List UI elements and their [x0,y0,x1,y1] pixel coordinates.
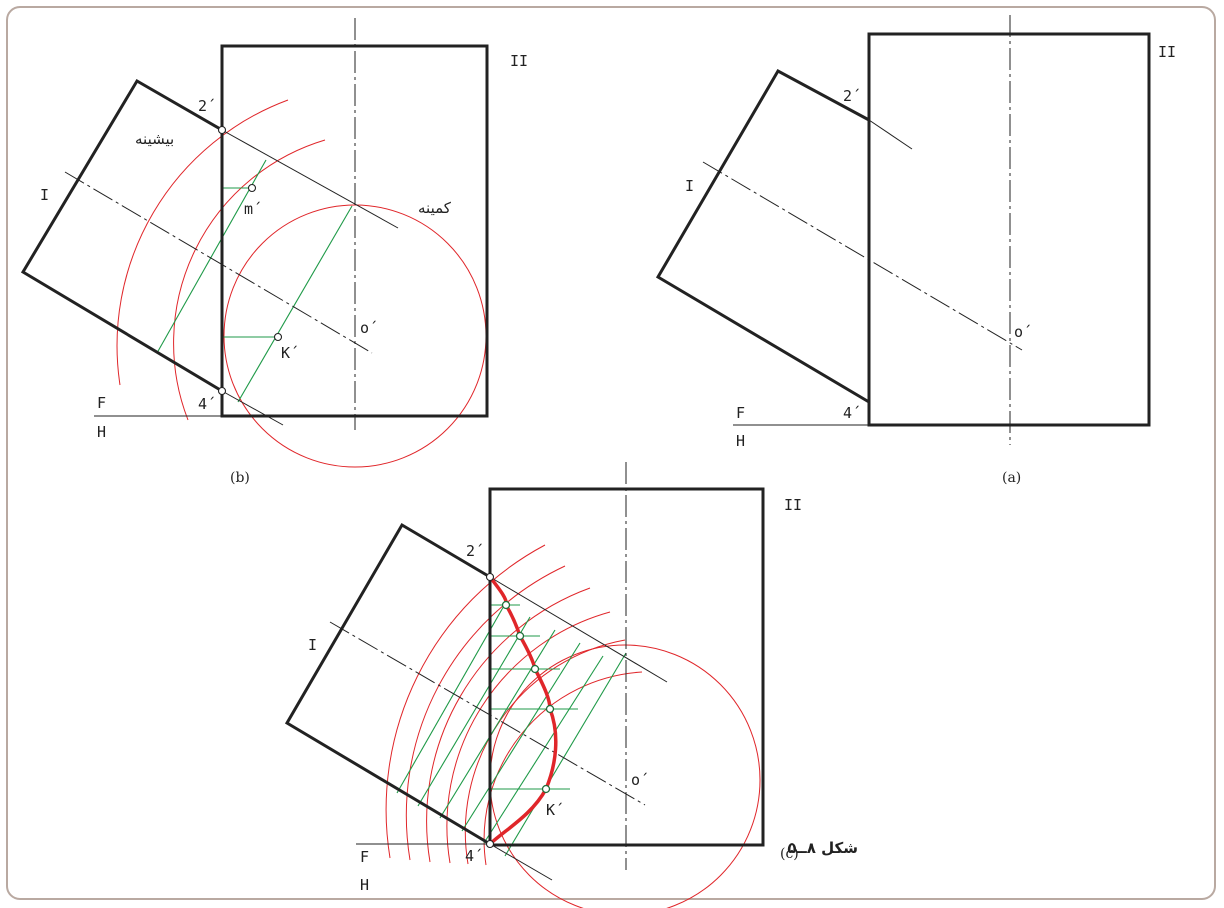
a-label-4: 4´ [843,404,861,422]
panel-a: II I 2´ 4´ o´ F H (a) [655,15,1176,486]
c-green-parallel-2 [417,616,531,807]
a-label-F: F [736,404,745,422]
b-point-2 [217,125,227,135]
a-rect-view [867,32,1151,427]
b-green-parallel-1 [156,159,267,354]
a-edge-line [868,119,913,150]
c-arc-6 [483,671,643,866]
c-axis-inclined [329,621,646,806]
c-arc-3 [426,587,591,863]
c-edge-line-lower [489,843,553,881]
b-label-4: 4´ [198,395,216,413]
c-label-o: o´ [631,771,649,789]
b-label-k: K´ [281,344,299,362]
b-green-parallel-2 [237,205,353,403]
b-edge-line-upper [221,129,399,229]
c-green-parallel-5 [483,655,604,844]
a-label-II: II [1158,43,1176,61]
c-edge-line-upper [489,576,668,683]
b-inclined-view [20,78,223,393]
b-point-4 [217,386,227,396]
c-label-4: 4´ [465,847,483,865]
c-arc-2 [405,565,566,861]
b-label-o: o´ [360,319,378,337]
a-caption: (a) [1002,470,1021,486]
c-label-II: II [784,496,802,514]
b-edge-line-lower [221,390,284,426]
a-label-I: I [685,177,694,195]
c-green-parallel-1 [396,603,506,794]
b-label-F: F [97,394,106,412]
b-point-k [273,332,283,342]
c-curve-point-1 [501,600,511,610]
b-label-min: کمینه [418,199,452,217]
c-label-F: F [360,848,369,866]
b-label-2: 2´ [198,97,216,115]
c-label-I: I [308,636,317,654]
c-inclined-view [284,522,491,846]
b-arc-outer [116,99,289,386]
b-arc-inner [173,139,326,421]
c-caption: (c) [780,846,799,862]
c-circle-min [489,644,761,908]
c-point-4 [485,839,495,849]
c-arc-5 [464,639,626,865]
panel-b: II I 2´ 4´ m´ K´ o´ F H بیشینه کمینه (b) [20,18,528,486]
b-axis-inclined [64,171,373,354]
c-arc-1 [385,544,546,859]
c-green-parallel-3 [439,629,556,819]
a-axis-inclined [702,161,1023,351]
c-green-parallel-4 [461,642,581,832]
c-point-2 [485,572,495,582]
c-curve-point-3 [530,664,540,674]
a-inclined-view [655,68,870,404]
b-label-H: H [97,423,106,441]
figure-caption: شکل ۸ــ۵ [787,839,858,857]
panel-c: II I 2´ 4´ K´ o´ F H (c) [284,462,802,908]
c-curve-point-2 [515,631,525,641]
figure-frame [6,6,1216,900]
a-label-2: 2´ [843,87,861,105]
b-caption: (b) [230,470,250,486]
c-green-parallel-6 [504,652,627,857]
b-point-m [247,183,257,193]
b-label-I: I [40,186,49,204]
a-label-o: o´ [1014,323,1032,341]
b-label-m: m´ [244,200,262,218]
c-label-k: K´ [546,801,564,819]
c-label-2: 2´ [466,542,484,560]
c-curve-point-4 [545,704,555,714]
b-label-max: بیشینه [135,130,174,148]
b-label-II: II [510,52,528,70]
c-curve-point-k [541,784,551,794]
a-label-H: H [736,432,745,450]
c-label-H: H [360,876,369,894]
